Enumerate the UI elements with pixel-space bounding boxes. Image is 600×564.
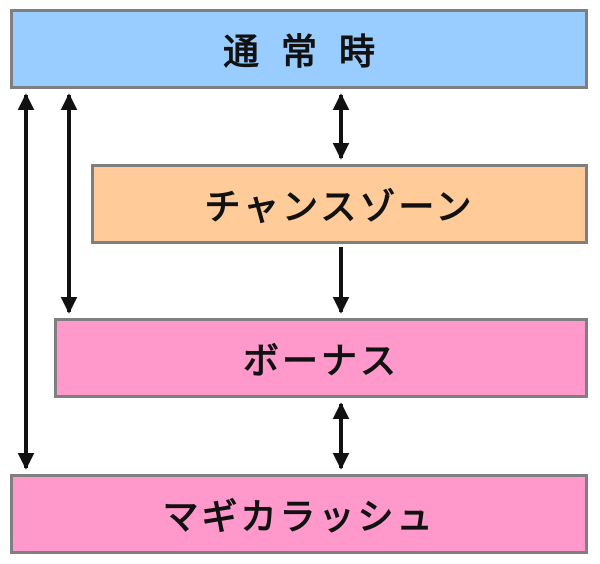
state-label-normal: 通常時 (222, 32, 397, 73)
state-box-normal: 通常時 (10, 9, 588, 89)
state-box-chance-zone: チャンスゾーン (91, 164, 588, 244)
state-box-magica-rush: マギカラッシュ (10, 474, 588, 554)
state-box-bonus: ボーナス (54, 318, 588, 398)
state-label-magica-rush: マギカラッシュ (162, 497, 436, 538)
state-label-bonus: ボーナス (242, 341, 399, 382)
state-label-chance-zone: チャンスゾーン (204, 187, 475, 228)
